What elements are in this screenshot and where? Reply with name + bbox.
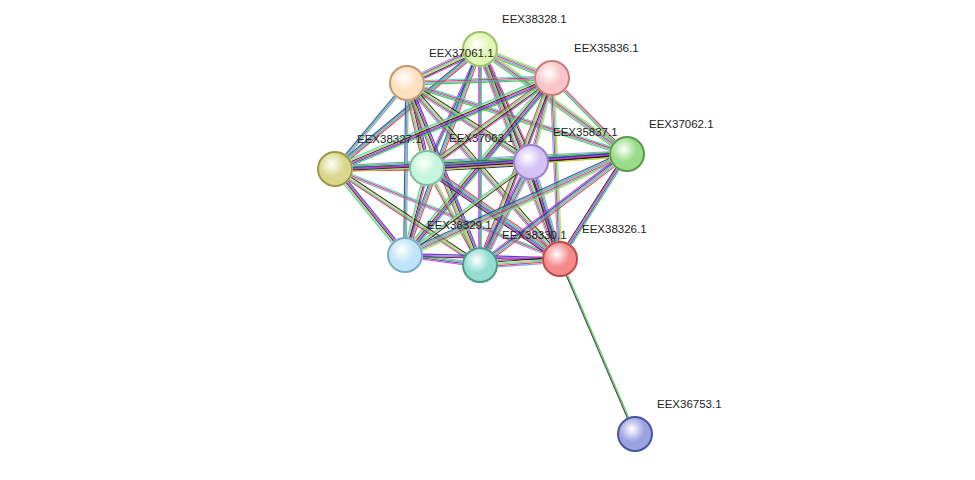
protein-label: EEX37061.1 (429, 47, 494, 60)
interaction-edge (549, 154, 609, 163)
protein-node: EEX35837.1 (513, 144, 549, 180)
interaction-edge (551, 96, 561, 241)
evidence-line (425, 81, 534, 85)
evidence-line (422, 163, 611, 249)
evidence-line (440, 86, 536, 155)
interaction-edge (566, 275, 628, 417)
evidence-line (353, 152, 609, 165)
evidence-line (551, 96, 557, 241)
protein-label: EEX37062.1 (649, 118, 714, 131)
protein-label: EEX35836.1 (574, 42, 639, 55)
evidence-line (421, 161, 610, 247)
evidence-line (421, 160, 610, 246)
evidence-line (411, 186, 424, 238)
interaction-edge (408, 185, 425, 238)
protein-node: EEX36753.1 (617, 416, 653, 452)
protein-node: EEX38329.1 (387, 237, 423, 273)
evidence-line (549, 157, 609, 162)
evidence-line (552, 96, 558, 241)
evidence-line (423, 164, 612, 250)
evidence-line (420, 158, 609, 244)
evidence-line (422, 162, 611, 248)
interaction-edge (353, 152, 609, 172)
protein-node: EEX37063.1 (409, 150, 445, 186)
protein-node: EEX38327.1 (317, 151, 353, 187)
evidence-line (568, 275, 629, 417)
protein-label: EEX38327.1 (357, 133, 422, 146)
protein-node: EEX37062.1 (609, 136, 645, 172)
evidence-line (350, 82, 534, 159)
evidence-line (409, 185, 422, 237)
protein-node: EEX35836.1 (534, 60, 570, 96)
protein-node: EEX38326.1 (542, 241, 578, 277)
evidence-line (351, 84, 535, 161)
protein-label: EEX38326.1 (582, 223, 647, 236)
protein-label: EEX38330.1 (502, 229, 567, 242)
evidence-line (410, 186, 423, 238)
interaction-edge (498, 257, 543, 267)
evidence-line (423, 259, 462, 264)
evidence-line (353, 154, 609, 167)
evidence-line (498, 264, 542, 267)
evidence-line (353, 153, 609, 166)
protein-label: EEX38329.1 (427, 219, 492, 232)
protein-label: EEX37063.1 (449, 132, 514, 145)
evidence-line (494, 165, 612, 254)
interaction-edge (425, 77, 534, 85)
protein-label: EEX35837.1 (553, 126, 618, 139)
protein-node: EEX37061.1 (389, 65, 425, 101)
protein-label: EEX38328.1 (502, 13, 567, 26)
interaction-edge (350, 82, 536, 165)
evidence-line (351, 83, 535, 160)
protein-node: EEX38330.1 (462, 247, 498, 283)
protein-label: EEX36753.1 (657, 398, 722, 411)
evidence-line (408, 185, 421, 237)
evidence-line (566, 276, 627, 418)
evidence-line (352, 86, 536, 163)
